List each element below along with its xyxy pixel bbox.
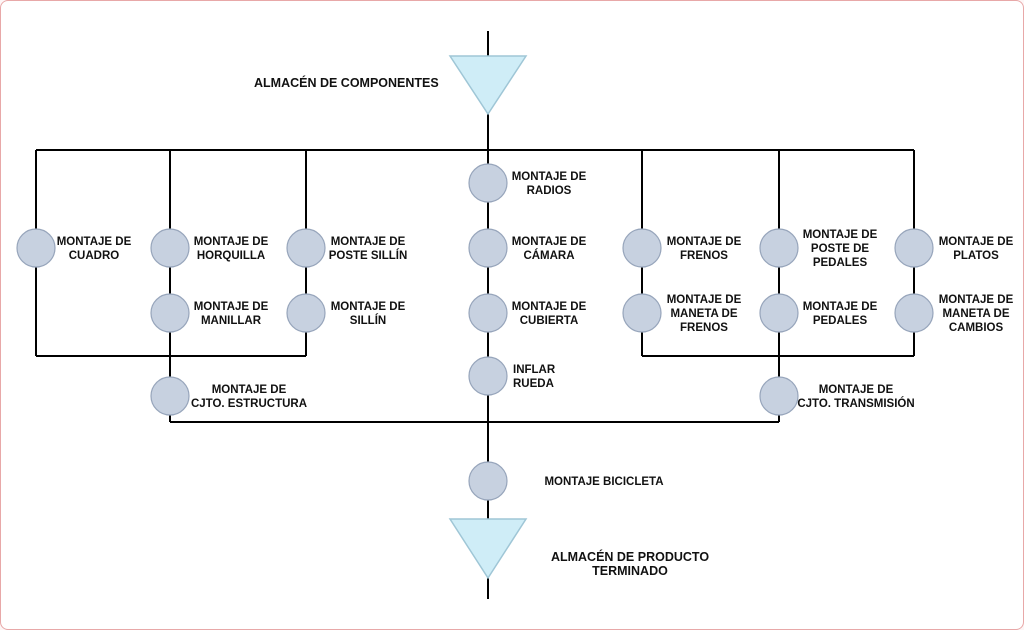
- montaje-pedales-node: [759, 293, 799, 333]
- montaje-bicicleta-label: MONTAJE BICICLETA: [544, 476, 663, 488]
- montaje-bicicleta-label-line: MONTAJE BICICLETA: [544, 476, 663, 488]
- montaje-cjto-estructura-label: MONTAJE DE CJTO. ESTRUCTURA: [191, 384, 307, 410]
- montaje-maneta-cambios-label-line: CAMBIOS: [949, 322, 1004, 334]
- montaje-platos-node: [894, 228, 934, 268]
- montaje-cuadro-label-line: CUADRO: [69, 250, 120, 262]
- storage-triangle-bottom: [448, 518, 528, 580]
- storage-top-label: ALMACÉN DE COMPONENTES: [254, 75, 439, 90]
- montaje-frenos-label-line: MONTAJE DE: [667, 236, 742, 248]
- montaje-cuadro-label: MONTAJE DE CUADRO: [57, 236, 132, 262]
- montaje-cubierta-label-line: CUBIERTA: [520, 315, 579, 327]
- montaje-maneta-frenos-node: [622, 293, 662, 333]
- montaje-maneta-frenos-label-line: FRENOS: [680, 322, 728, 334]
- montaje-poste-pedales-label-line: PEDALES: [813, 257, 868, 269]
- montaje-bicicleta-node: [468, 461, 508, 501]
- montaje-pedales-label: MONTAJE DE PEDALES: [803, 301, 878, 327]
- montaje-maneta-cambios-label-line: MONTAJE DE: [939, 294, 1014, 306]
- montaje-maneta-frenos-label-line: MANETA DE: [670, 308, 737, 320]
- montaje-maneta-frenos-label: MONTAJE DE MANETA DE FRENOS: [667, 294, 742, 334]
- montaje-frenos-node: [622, 228, 662, 268]
- montaje-maneta-cambios-label: MONTAJE DE MANETA DE CAMBIOS: [939, 294, 1014, 334]
- montaje-platos-label: MONTAJE DE PLATOS: [939, 236, 1014, 262]
- montaje-cjto-estructura-label-line: CJTO. ESTRUCTURA: [191, 398, 307, 410]
- storage-bottom-label-line: ALMACÉN DE PRODUCTO: [551, 549, 709, 564]
- montaje-cjto-transmision-label-line: MONTAJE DE: [819, 384, 894, 396]
- montaje-poste-pedales-label: MONTAJE DE POSTE DE PEDALES: [803, 229, 878, 269]
- montaje-poste-sillin-label-line: POSTE SILLÍN: [329, 249, 408, 262]
- montaje-manillar-label-line: MANILLAR: [201, 315, 262, 327]
- inflar-rueda-label: INFLAR RUEDA: [513, 364, 556, 390]
- montaje-radios-label-line: MONTAJE DE: [512, 171, 587, 183]
- montaje-cjto-transmision-label-line: CJTO. TRANSMISIÓN: [797, 397, 914, 410]
- montaje-manillar-label: MONTAJE DE MANILLAR: [194, 301, 269, 327]
- montaje-platos-label-line: MONTAJE DE: [939, 236, 1014, 248]
- montaje-poste-sillin-label-line: MONTAJE DE: [331, 236, 406, 248]
- inflar-rueda-node: [468, 356, 508, 396]
- storage-top-label-line: ALMACÉN DE COMPONENTES: [254, 75, 439, 90]
- montaje-radios-label-line: RADIOS: [527, 185, 572, 197]
- montaje-maneta-frenos-label-line: MONTAJE DE: [667, 294, 742, 306]
- montaje-cuadro-node: [16, 228, 56, 268]
- montaje-poste-sillin-node: [286, 228, 326, 268]
- montaje-cubierta-label: MONTAJE DE CUBIERTA: [512, 301, 587, 327]
- montaje-cjto-estructura-label-line: MONTAJE DE: [212, 384, 287, 396]
- montaje-horquilla-label-line: MONTAJE DE: [194, 236, 269, 248]
- montaje-sillin-node: [286, 293, 326, 333]
- montaje-cjto-estructura-node: [150, 376, 190, 416]
- montaje-horquilla-label-line: HORQUILLA: [197, 250, 265, 262]
- montaje-camara-node: [468, 228, 508, 268]
- montaje-cubierta-label-line: MONTAJE DE: [512, 301, 587, 313]
- montaje-manillar-label-line: MONTAJE DE: [194, 301, 269, 313]
- montaje-horquilla-node: [150, 228, 190, 268]
- inflar-rueda-label-line: INFLAR: [513, 364, 556, 376]
- montaje-platos-label-line: PLATOS: [953, 250, 999, 262]
- montaje-sillin-label-line: MONTAJE DE: [331, 301, 406, 313]
- montaje-radios-label: MONTAJE DE RADIOS: [512, 171, 587, 197]
- storage-bottom-label-line: TERMINADO: [592, 564, 668, 578]
- montaje-cuadro-label-line: MONTAJE DE: [57, 236, 132, 248]
- montaje-cubierta-node: [468, 293, 508, 333]
- montaje-camara-label-line: MONTAJE DE: [512, 236, 587, 248]
- montaje-poste-pedales-label-line: POSTE DE: [811, 243, 869, 255]
- montaje-camara-label-line: CÁMARA: [523, 249, 574, 262]
- montaje-cjto-transmision-node: [759, 376, 799, 416]
- montaje-poste-pedales-label-line: MONTAJE DE: [803, 229, 878, 241]
- montaje-pedales-label-line: MONTAJE DE: [803, 301, 878, 313]
- storage-triangle-top: [448, 55, 528, 116]
- montaje-manillar-node: [150, 293, 190, 333]
- montaje-radios-node: [468, 163, 508, 203]
- montaje-frenos-label-line: FRENOS: [680, 250, 728, 262]
- inflar-rueda-label-line: RUEDA: [513, 378, 554, 390]
- montaje-sillin-label-line: SILLÍN: [350, 314, 386, 327]
- montaje-poste-pedales-node: [759, 228, 799, 268]
- montaje-maneta-cambios-node: [894, 293, 934, 333]
- montaje-horquilla-label: MONTAJE DE HORQUILLA: [194, 236, 269, 262]
- montaje-pedales-label-line: PEDALES: [813, 315, 868, 327]
- montaje-maneta-cambios-label-line: MANETA DE: [942, 308, 1009, 320]
- montaje-frenos-label: MONTAJE DE FRENOS: [667, 236, 742, 262]
